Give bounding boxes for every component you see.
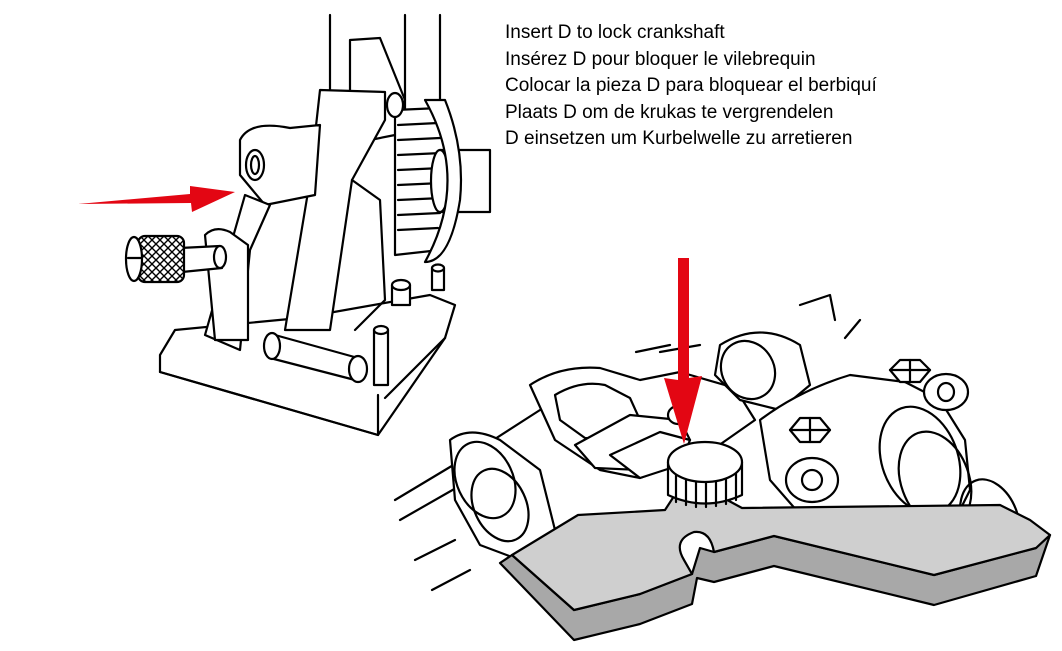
- engine-side-view: [124, 13, 492, 437]
- instruction-spanish: Colocar la pieza D para bloquear el berb…: [505, 75, 877, 96]
- plate-knob: [666, 440, 744, 509]
- instruction-list: Insert D to lock crankshaft Insérez D po…: [505, 20, 877, 153]
- insert-direction-arrow: [78, 186, 235, 212]
- instruction-french: Insérez D pour bloquer le vilebrequin: [505, 48, 816, 70]
- locking-pin-d: [124, 234, 228, 284]
- instruction-german: D einsetzen um Kurbelwelle zu arretieren: [505, 128, 853, 149]
- locking-tool-plate: [498, 486, 1052, 642]
- instruction-english: Insert D to lock crankshaft: [505, 22, 725, 43]
- insert-direction-arrow-down: [664, 258, 702, 444]
- instruction-dutch: Plaats D om de krukas te vergrendelen: [505, 101, 834, 123]
